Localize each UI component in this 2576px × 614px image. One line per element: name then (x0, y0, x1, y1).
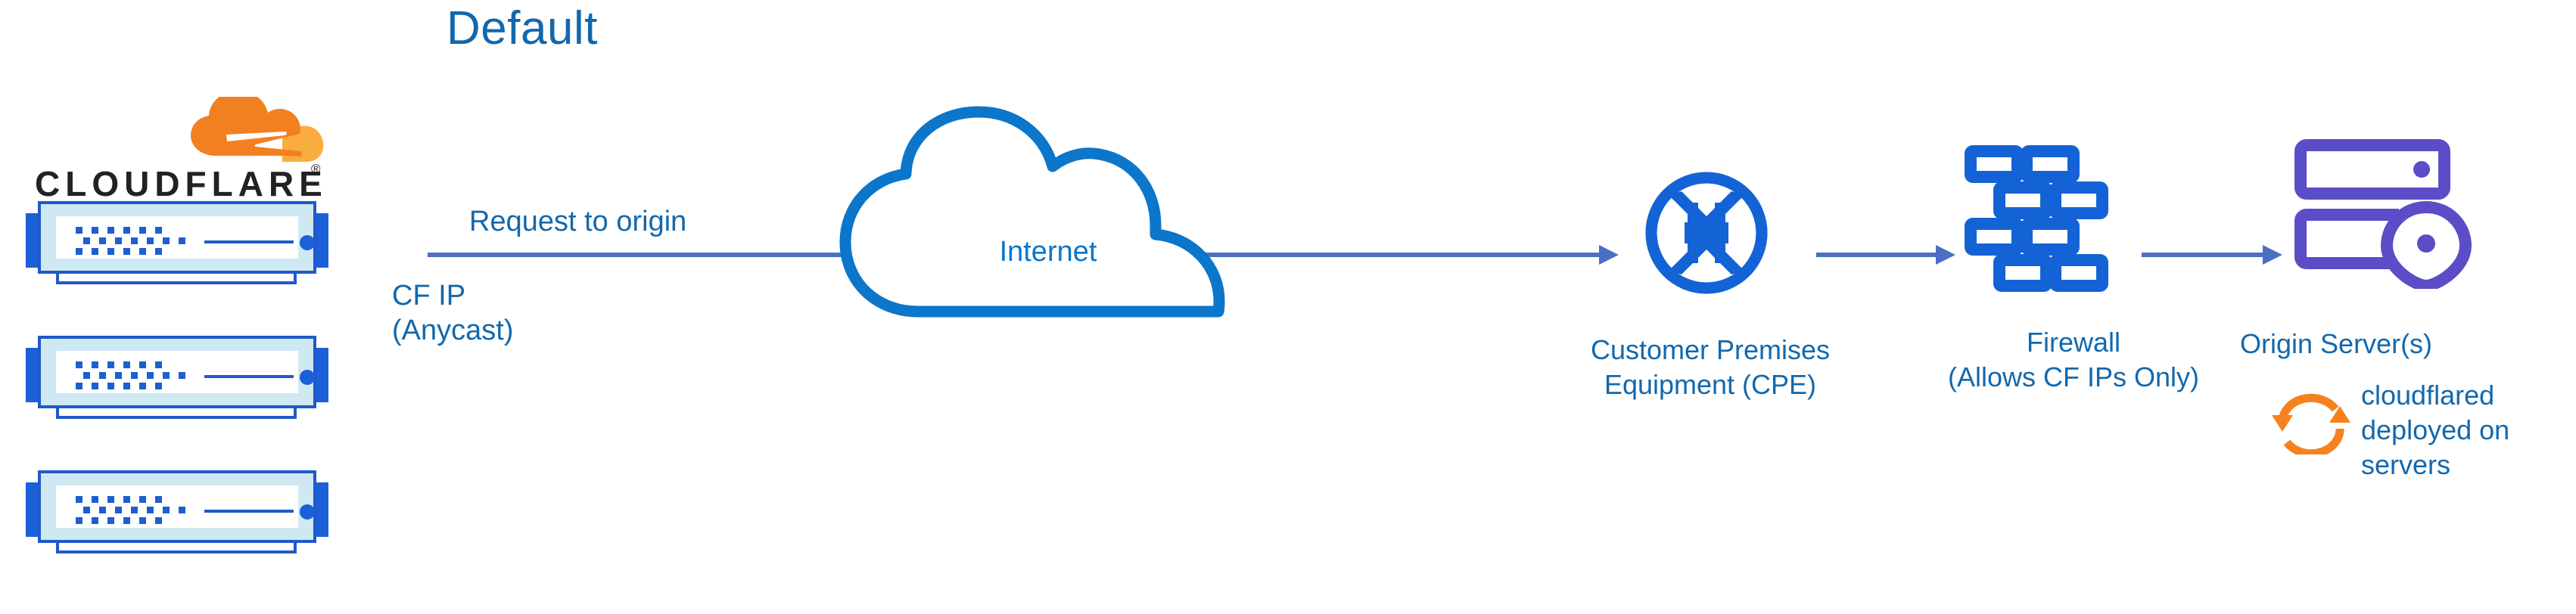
firewall-label: Firewall (Allows CF IPs Only) (1947, 327, 2200, 392)
cloud-icon (839, 106, 1225, 318)
switch-led-icon (300, 504, 315, 519)
switch-ports-icon (76, 227, 185, 256)
internet-node: Internet (829, 106, 1268, 318)
cloudflare-wordmark: CLOUDFLARE (35, 164, 328, 203)
switch-body (38, 336, 316, 408)
switch-face (56, 351, 315, 393)
switch-face (56, 485, 315, 528)
firewall-to-origin-line (2142, 253, 2264, 257)
request-flow-arrowhead (1599, 245, 1619, 265)
cloudflare-cloud-mark-icon (185, 91, 325, 162)
origin-server-label: Origin Server(s) (2240, 328, 2433, 359)
firewall-to-origin-arrowhead (2263, 245, 2282, 265)
switch-status-bar (204, 510, 294, 513)
sync-arrows-icon (2270, 382, 2352, 458)
server-pin-icon (2293, 138, 2482, 293)
edge-label-cf-ip: CF IP (Anycast) (392, 280, 514, 346)
switch-status-bar (204, 240, 294, 243)
cloudflared-label: cloudflared deployed on servers (2361, 380, 2510, 480)
router-icon (1635, 168, 1778, 298)
cpe-to-firewall-arrowhead (1936, 245, 1955, 265)
registered-trademark-icon: ® (311, 162, 321, 176)
cloudflare-logo: CLOUDFLARE ® (35, 91, 338, 203)
switch-led-icon (300, 235, 315, 250)
cloudflared-annotation: cloudflared deployed on servers (2270, 378, 2573, 514)
cloudflare-switch-1 (26, 198, 328, 289)
switch-face (56, 216, 315, 259)
cloudflare-switch-2 (26, 333, 328, 423)
internet-label: Internet (999, 236, 1097, 268)
cpe-to-firewall-line (1816, 253, 1937, 257)
switch-body (38, 201, 316, 274)
brick-wall-icon (1962, 142, 2110, 293)
switch-body (38, 470, 316, 543)
switch-ports-icon (76, 361, 185, 390)
cloudflare-switch-3 (26, 467, 328, 558)
switch-ports-icon (76, 496, 185, 525)
switch-led-icon (300, 370, 315, 385)
edge-label-request-to-origin: Request to origin (469, 206, 687, 237)
switch-status-bar (204, 375, 294, 378)
page-title: Default (446, 2, 598, 54)
cpe-label: Customer Premises Equipment (CPE) (1590, 334, 1831, 400)
